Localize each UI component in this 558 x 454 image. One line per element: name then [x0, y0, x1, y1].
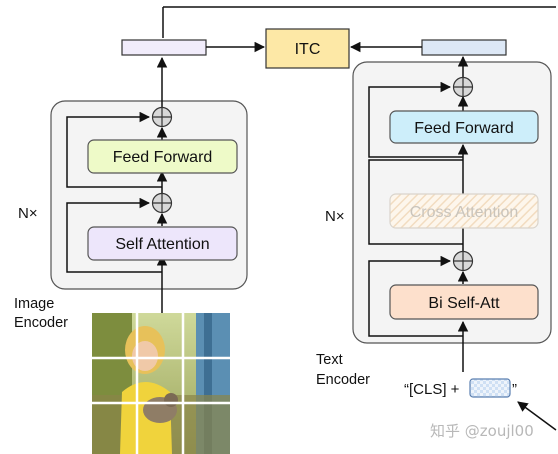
- text-encoder-name-line1: Text: [316, 352, 343, 368]
- image-add-node-upper: [151, 106, 173, 128]
- image-feed-forward-label: Feed Forward: [113, 149, 213, 166]
- watermark: 知乎 @zoujl00: [430, 422, 534, 440]
- text-input-prefix: “[CLS] +: [404, 381, 460, 398]
- image-self-attention-label: Self Attention: [115, 236, 209, 253]
- text-feed-forward-block: Feed Forward: [389, 110, 539, 144]
- text-input-token-box: [469, 378, 511, 398]
- image-self-attention-block: Self Attention: [87, 226, 238, 261]
- image-add-node-lower: [151, 192, 173, 214]
- text-encoder-name-line2: Encoder: [316, 372, 370, 388]
- text-cross-attention-label: Cross Attention: [410, 204, 519, 221]
- text-cross-attention-block: Cross Attention: [389, 193, 539, 229]
- text-encoder-repeat: N×: [325, 208, 345, 225]
- input-image: [92, 313, 230, 454]
- image-feature-bar: [121, 39, 207, 56]
- text-add-node-upper: [452, 76, 474, 98]
- top-connector: [162, 6, 556, 38]
- text-input-suffix: ”: [512, 381, 517, 398]
- text-add-node-lower: [452, 250, 474, 272]
- text-feed-forward-label: Feed Forward: [414, 120, 514, 137]
- text-input-arrow: [517, 401, 557, 431]
- text-bi-self-att-block: Bi Self-Att: [389, 284, 539, 320]
- itc-box: ITC: [265, 28, 350, 69]
- image-encoder-box: [50, 100, 248, 290]
- image-encoder-repeat: N×: [18, 205, 38, 222]
- text-feature-bar: [421, 39, 507, 56]
- image-encoder-name-line1: Image: [14, 296, 54, 312]
- image-encoder-name-line2: Encoder: [14, 315, 68, 331]
- itc-label: ITC: [295, 41, 321, 58]
- text-bi-self-att-label: Bi Self-Att: [428, 295, 500, 312]
- image-feed-forward-block: Feed Forward: [87, 139, 238, 174]
